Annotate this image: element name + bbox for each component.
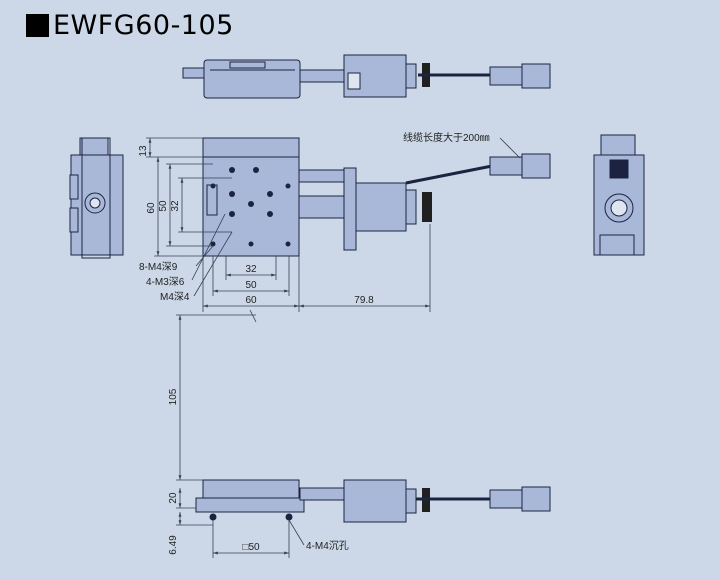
label-counterbore: 4-M4沉孔	[306, 539, 349, 552]
note-labels: 8-M4深9 4-M3深6 M4深4 线缆长度大于200㎜ 4-M4沉孔	[139, 131, 490, 552]
dim-60-vertical: 60	[146, 202, 157, 214]
drawing-title: EWFG60-105	[26, 10, 234, 41]
right-view-connector-face	[609, 159, 629, 179]
main-connector-head	[521, 153, 551, 179]
left-view-outline	[81, 137, 111, 259]
main-holes	[210, 167, 291, 247]
label-m4: M4深4	[160, 291, 190, 303]
right-view-motor-bore	[610, 199, 628, 217]
dim-32-horizontal: 32	[245, 264, 257, 275]
top-view-stage-top	[229, 61, 266, 69]
bottom-view-connector	[489, 489, 523, 509]
main-knob	[422, 192, 432, 222]
dim-105: 105	[168, 388, 179, 405]
bottom-view-top-plate	[202, 479, 300, 499]
left-view-tab-upper	[69, 174, 79, 200]
bottom-view-shaft	[299, 487, 345, 501]
main-top-plate	[202, 137, 300, 159]
main-screw-housing-top	[298, 169, 345, 183]
label-cable-length: 线缆长度大于200㎜	[403, 131, 490, 144]
top-view-connector	[489, 66, 523, 86]
bottom-hole-right	[285, 513, 293, 521]
main-cable	[405, 164, 493, 185]
label-8-m4: 8-M4深9	[139, 261, 178, 273]
title-square-icon	[26, 14, 49, 37]
dim-79-8: 79.8	[354, 295, 374, 306]
main-motor-end	[405, 189, 417, 225]
main-screw-housing-bottom	[298, 195, 345, 219]
top-view-left-cap	[182, 67, 206, 79]
main-motor-flange	[343, 167, 357, 251]
bottom-side-view	[195, 479, 551, 523]
main-motor-body	[355, 182, 407, 232]
right-view-base	[599, 234, 635, 256]
top-view-shaft	[299, 69, 347, 83]
bottom-view-connector-head	[521, 486, 551, 512]
dimension-lines	[146, 137, 521, 558]
main-plan-view	[202, 137, 551, 257]
top-view-motor-cap	[347, 72, 361, 90]
main-connector	[489, 156, 523, 176]
dim-50-horizontal: 50	[245, 280, 257, 291]
right-end-view	[593, 134, 645, 256]
left-view-center-bore	[89, 197, 101, 209]
bottom-hole-left	[209, 513, 217, 521]
label-4-m3: 4-M3深6	[146, 276, 185, 288]
dim-60-horizontal: 60	[245, 295, 257, 306]
dim-32-vertical: 32	[170, 200, 181, 212]
dim-50-vertical: 50	[158, 200, 169, 212]
dim-6-49: 6.49	[168, 535, 179, 555]
dim-20: 20	[168, 492, 179, 504]
dim-square-50: □50	[242, 542, 260, 553]
left-view-tab-lower	[69, 207, 79, 233]
bottom-view-motor-end	[405, 488, 417, 514]
top-view-motor-end	[405, 63, 417, 89]
dimension-labels: 13 60 50 32 32 50 60 79.8 105 20 6.49 □5…	[138, 145, 374, 555]
dim-13: 13	[138, 145, 149, 157]
main-guide-left	[206, 184, 218, 216]
title-text: EWFG60-105	[53, 10, 234, 41]
top-view-connector-head	[521, 63, 551, 89]
bottom-view-base	[195, 497, 305, 513]
left-end-view	[69, 137, 124, 259]
top-side-view	[182, 54, 551, 99]
bottom-view-motor-block	[343, 479, 407, 523]
right-view-top	[600, 134, 636, 158]
